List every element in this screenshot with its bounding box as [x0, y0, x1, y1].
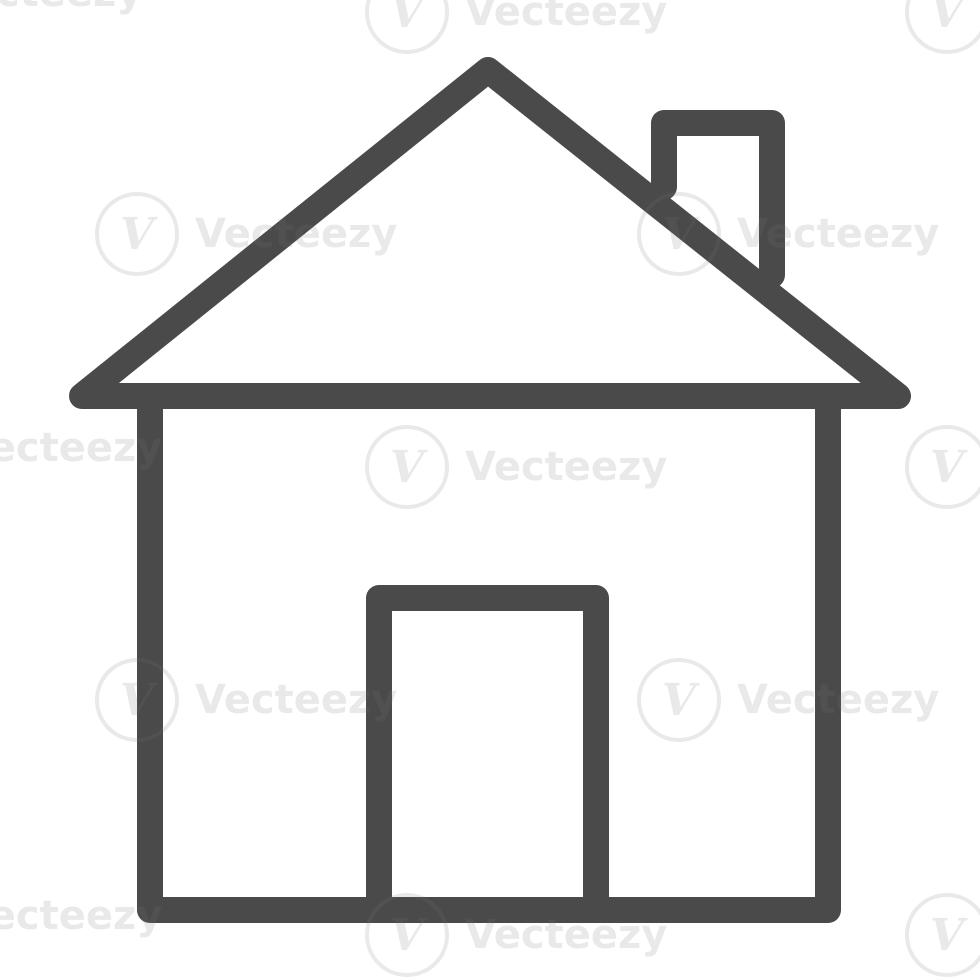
roof-outline — [69, 57, 911, 409]
chimney — [651, 110, 785, 288]
door — [366, 585, 609, 923]
house-walls — [137, 383, 841, 923]
